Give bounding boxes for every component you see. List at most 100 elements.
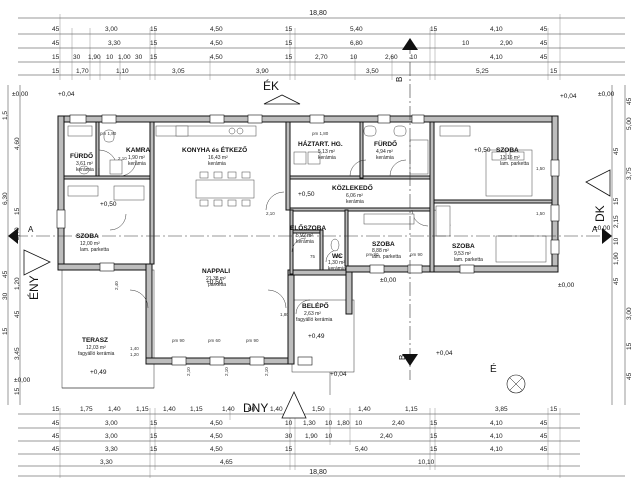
- room-area: 3,61 m²: [76, 161, 93, 167]
- dim: 45: [613, 147, 620, 155]
- dim: 15: [52, 68, 60, 75]
- opening-label: 2,40: [114, 281, 119, 290]
- room-konyha: KONYHA és ÉTKEZŐ 16,43 m² kerámia: [182, 145, 247, 167]
- dim: 15: [626, 342, 633, 350]
- section-lines: A A B B: [8, 38, 612, 380]
- dim: 2,90: [500, 40, 513, 47]
- dim: 45: [613, 277, 620, 285]
- dim: 1,90: [305, 433, 318, 440]
- room-floor: lam. parketta: [372, 254, 401, 260]
- room-kozlekedo: KÖZLEKEDŐ 6,06 m² kerámia: [332, 183, 373, 205]
- opening-label: 1,40: [130, 346, 139, 351]
- room-area: 12,00 m²: [80, 241, 100, 247]
- top-dimension-labels: 18,80 45 3,00 15 4,50 15 5,40 15 4,10 45…: [52, 10, 558, 75]
- dim: 3,30: [100, 459, 113, 466]
- room-name: KAMRA: [126, 147, 150, 154]
- room-floor: kerámia: [318, 155, 336, 161]
- dim: 15: [430, 446, 438, 453]
- room-floor: fagyálló kerámia: [296, 317, 333, 323]
- section-b-top-marker: [402, 38, 418, 50]
- room-area: 21,38 m²: [206, 276, 226, 282]
- room-name: KÖZLEKEDŐ: [332, 183, 373, 192]
- dim: 45: [52, 446, 60, 453]
- dim: 1,40: [222, 406, 235, 413]
- dim: 3,45: [14, 347, 21, 360]
- room-labels: FÜRDŐ 3,61 m² kerámia KAMRA 1,90 m² kerá…: [70, 139, 529, 357]
- section-b-label-top: B: [395, 77, 404, 82]
- dim: 1,80: [337, 420, 350, 427]
- dim: 5,40: [355, 446, 368, 453]
- dim: 15: [550, 68, 558, 75]
- level-mark: +0,04: [58, 91, 75, 98]
- dim: 15: [150, 54, 158, 61]
- dim-bottom-total: 18,80: [309, 469, 327, 476]
- opening-label: pm 1,80: [100, 131, 117, 136]
- dim: 1,40: [163, 406, 176, 413]
- room-area: 1,30 m²: [328, 260, 345, 266]
- room-floor: lam. parketta: [500, 161, 529, 167]
- opening-labels: pm 1,80 pm 1,80 1,50 1,50 2,10 2,10 90 p…: [100, 131, 545, 376]
- section-b-label-bottom: B: [398, 355, 407, 360]
- room-floor: kerámia: [346, 199, 364, 205]
- north-triangle-icon: [263, 94, 301, 105]
- north-arrow-label: É: [490, 362, 497, 375]
- room-name: SZOBA: [76, 233, 99, 240]
- dim: 2,40: [392, 420, 405, 427]
- dim: 10: [613, 237, 620, 245]
- level-mark: +0,04: [330, 371, 347, 378]
- side-dimension-chains: [7, 85, 626, 405]
- dim: 15: [285, 446, 293, 453]
- opening-label: 2,10: [186, 367, 191, 376]
- dim: 45: [540, 26, 548, 33]
- section-b-bottom-marker: [402, 354, 418, 366]
- dim: 5,40: [350, 26, 363, 33]
- dim: 15: [150, 433, 158, 440]
- room-name: SZOBA: [452, 243, 475, 250]
- dim: 2,60: [385, 54, 398, 61]
- dim: 4,10: [490, 420, 503, 427]
- room-area: 4,94 m²: [376, 149, 393, 155]
- opening-label: pm 90: [246, 338, 259, 343]
- section-a-right-marker: [602, 228, 612, 244]
- level-mark: ±0,00: [598, 91, 615, 98]
- dim: 1,10: [116, 68, 129, 75]
- furniture: [67, 125, 547, 263]
- dim: 15: [613, 197, 620, 205]
- dim: 3,00: [626, 307, 633, 320]
- dim-top-total: 18,80: [309, 10, 327, 17]
- room-floor: kerámia: [76, 167, 94, 173]
- level-mark: ±0,00: [594, 225, 611, 232]
- opening-label: 1,80: [280, 312, 289, 317]
- opening-label: 90: [336, 254, 342, 259]
- dim: 4,60: [14, 137, 21, 150]
- dim: 30: [285, 433, 293, 440]
- room-area: 6,06 m²: [346, 193, 363, 199]
- section-a-label-right: A: [592, 225, 598, 234]
- dim: 45: [52, 40, 60, 47]
- opening-label: 75: [310, 254, 316, 259]
- room-wc: WC 1,30 m² kerámia: [328, 253, 346, 272]
- bottom-dimension-labels: 15 1,75 1,40 1,15 1,40 1,15 1,40 60 1,40…: [52, 406, 558, 476]
- dim: 10: [106, 54, 114, 61]
- dim: 15: [430, 420, 438, 427]
- level-mark: ±0,00: [558, 282, 575, 289]
- dim: 3,85: [495, 406, 508, 413]
- dim: 60: [248, 406, 256, 413]
- dim: 3,30: [108, 40, 121, 47]
- room-name: TERASZ: [82, 337, 108, 344]
- dim: 45: [14, 310, 21, 318]
- level-mark: +0,49: [308, 333, 325, 340]
- room-area: 2,63 m²: [304, 311, 321, 317]
- dim: 4,50: [210, 420, 223, 427]
- dim: 1,50: [312, 406, 325, 413]
- opening-label: 1,20: [130, 352, 139, 357]
- opening-label: 1,50: [536, 166, 545, 171]
- room-area: 9,53 m²: [454, 251, 471, 257]
- dim: 45: [2, 270, 9, 278]
- section-a-left-marker: [8, 228, 18, 244]
- room-name: SZOBA: [372, 241, 395, 248]
- dim: 4,50: [210, 446, 223, 453]
- room-name: SZOBA: [496, 147, 519, 154]
- dim: 15: [285, 26, 293, 33]
